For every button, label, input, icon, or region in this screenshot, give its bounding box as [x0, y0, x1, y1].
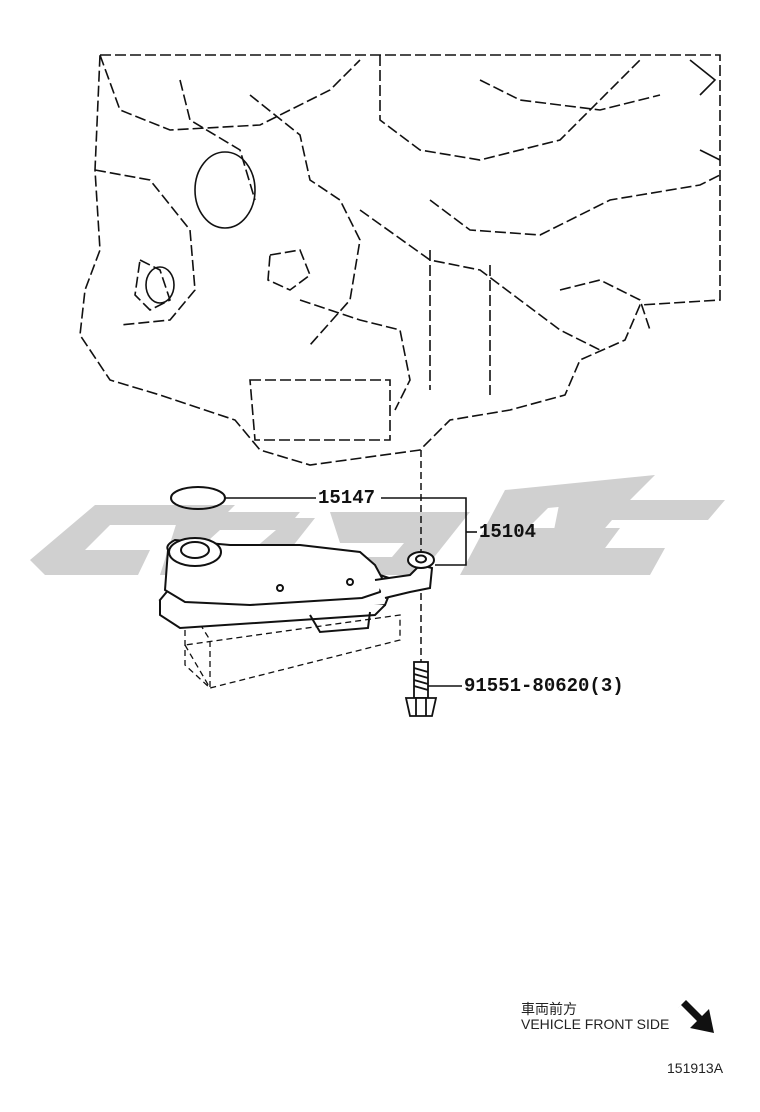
callout-91551-80620[interactable]: 91551-80620(3) — [464, 675, 624, 697]
vehicle-front-label-en: VEHICLE FRONT SIDE — [521, 1016, 670, 1032]
watermark-logo — [30, 475, 725, 575]
diagram-id: 151913A — [667, 1060, 724, 1076]
engine-block — [79, 54, 721, 466]
callout-15104[interactable]: 15104 — [479, 521, 537, 543]
leader-lines — [225, 497, 477, 687]
front-direction-arrow-icon — [678, 1000, 714, 1033]
oil-strainer-15104[interactable] — [158, 537, 435, 690]
callout-15147[interactable]: 15147 — [318, 487, 376, 509]
flange-bolt-91551-80620[interactable] — [404, 661, 438, 717]
engine-block-detail — [145, 59, 721, 304]
vehicle-front-label-jp: 車両前方 — [521, 1001, 577, 1017]
